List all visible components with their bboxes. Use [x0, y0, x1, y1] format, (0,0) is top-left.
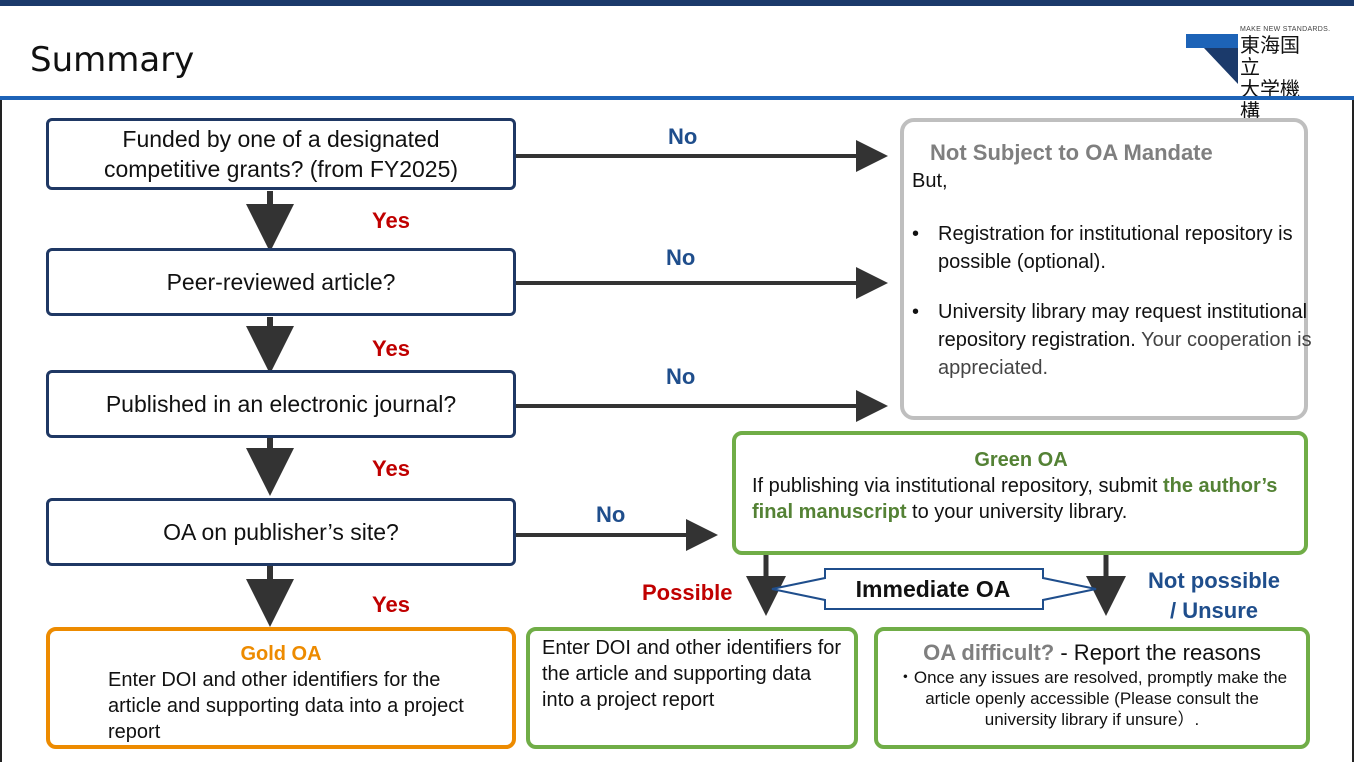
page-title: Summary — [30, 40, 195, 80]
label-yes-1: Yes — [372, 208, 410, 233]
label-possible: Possible — [642, 580, 733, 605]
logo-tagline: MAKE NEW STANDARDS. — [1240, 26, 1331, 33]
not-subject-but: But, — [912, 170, 948, 192]
green-oa-text-after: to your university library. — [912, 501, 1128, 523]
not-subject-box: Not Subject to OA Mandate But, • Registr… — [900, 118, 1312, 420]
oa-difficult-heading: OA difficult? - Report the reasons — [888, 639, 1296, 667]
bullet-1-text: Registration for institutional repositor… — [938, 223, 1293, 273]
question-grant: Funded by one of a designated competitiv… — [46, 118, 516, 190]
question-grant-text: Funded by one of a designated competitiv… — [103, 126, 459, 182]
label-no-2: No — [666, 245, 696, 270]
left-border — [0, 100, 2, 762]
logo-text: 東海国立 大学機構 — [1240, 34, 1316, 122]
immediate-oa-callout — [771, 568, 1097, 610]
bullet-dot: • — [912, 223, 920, 245]
oa-difficult-box: OA difficult? - Report the reasons ・Once… — [874, 627, 1310, 749]
label-not-possible-line1: Not possible — [1148, 568, 1281, 593]
logo-line-2: 大学機構 — [1240, 77, 1300, 123]
question-electronic-journal: Published in an electronic journal? — [46, 370, 516, 438]
label-yes-3: Yes — [372, 456, 410, 481]
question-peer-review-text: Peer-reviewed article? — [166, 269, 396, 295]
green-oa-text: If publishing via institutional reposito… — [752, 473, 1290, 525]
logo: MAKE NEW STANDARDS. 東海国立 大学機構 — [1186, 26, 1330, 122]
green-oa-title: Green OA — [974, 449, 1068, 471]
logo-line-1: 東海国立 — [1240, 33, 1300, 79]
gold-oa-text: Enter DOI and other identifiers for the … — [108, 669, 464, 743]
bullet-2-extra: Your cooperation is appreciated. — [938, 329, 1312, 379]
label-not-possible-line2: / Unsure — [1169, 598, 1259, 623]
green-oa-text-before: If publishing via institutional reposito… — [752, 475, 1158, 497]
question-peer-review: Peer-reviewed article? — [46, 248, 516, 316]
label-no-3: No — [666, 364, 696, 389]
oa-difficult-title-rest: - Report the reasons — [1054, 640, 1261, 665]
question-publisher-oa: OA on publisher’s site? — [46, 498, 516, 566]
possible-action-text: Enter DOI and other identifiers for the … — [542, 637, 842, 711]
title-rule — [0, 96, 1354, 100]
oa-difficult-text: ・Once any issues are resolved, promptly … — [896, 668, 1288, 729]
bullet-2-text: University library may request instituti… — [938, 298, 1318, 382]
not-subject-title: Not Subject to OA Mandate — [930, 140, 1213, 165]
right-border — [1352, 100, 1354, 762]
label-not-possible: Not possible / Unsure — [1148, 566, 1280, 626]
logo-mark-icon — [1186, 34, 1238, 84]
immediate-oa-label: Immediate OA — [855, 576, 1011, 602]
label-no-4: No — [596, 502, 626, 527]
question-electronic-journal-text: Published in an electronic journal? — [105, 391, 457, 417]
label-yes-2: Yes — [372, 336, 410, 361]
oa-difficult-title: OA difficult? — [923, 640, 1055, 665]
question-publisher-oa-text: OA on publisher’s site? — [163, 519, 399, 545]
top-bar — [0, 0, 1354, 6]
gold-oa-title: Gold OA — [240, 643, 322, 665]
label-yes-4: Yes — [372, 592, 410, 617]
bullet-2-main: University library may request instituti… — [938, 301, 1308, 351]
possible-action-box: Enter DOI and other identifiers for the … — [526, 627, 858, 749]
green-oa-highlight: the author’s final manuscript — [752, 475, 1278, 523]
label-no-1: No — [668, 124, 698, 149]
green-oa-box: Green OA If publishing via institutional… — [732, 431, 1308, 555]
bullet-dot: • — [912, 301, 920, 323]
gold-oa-box: Gold OA Enter DOI and other identifiers … — [46, 627, 516, 749]
